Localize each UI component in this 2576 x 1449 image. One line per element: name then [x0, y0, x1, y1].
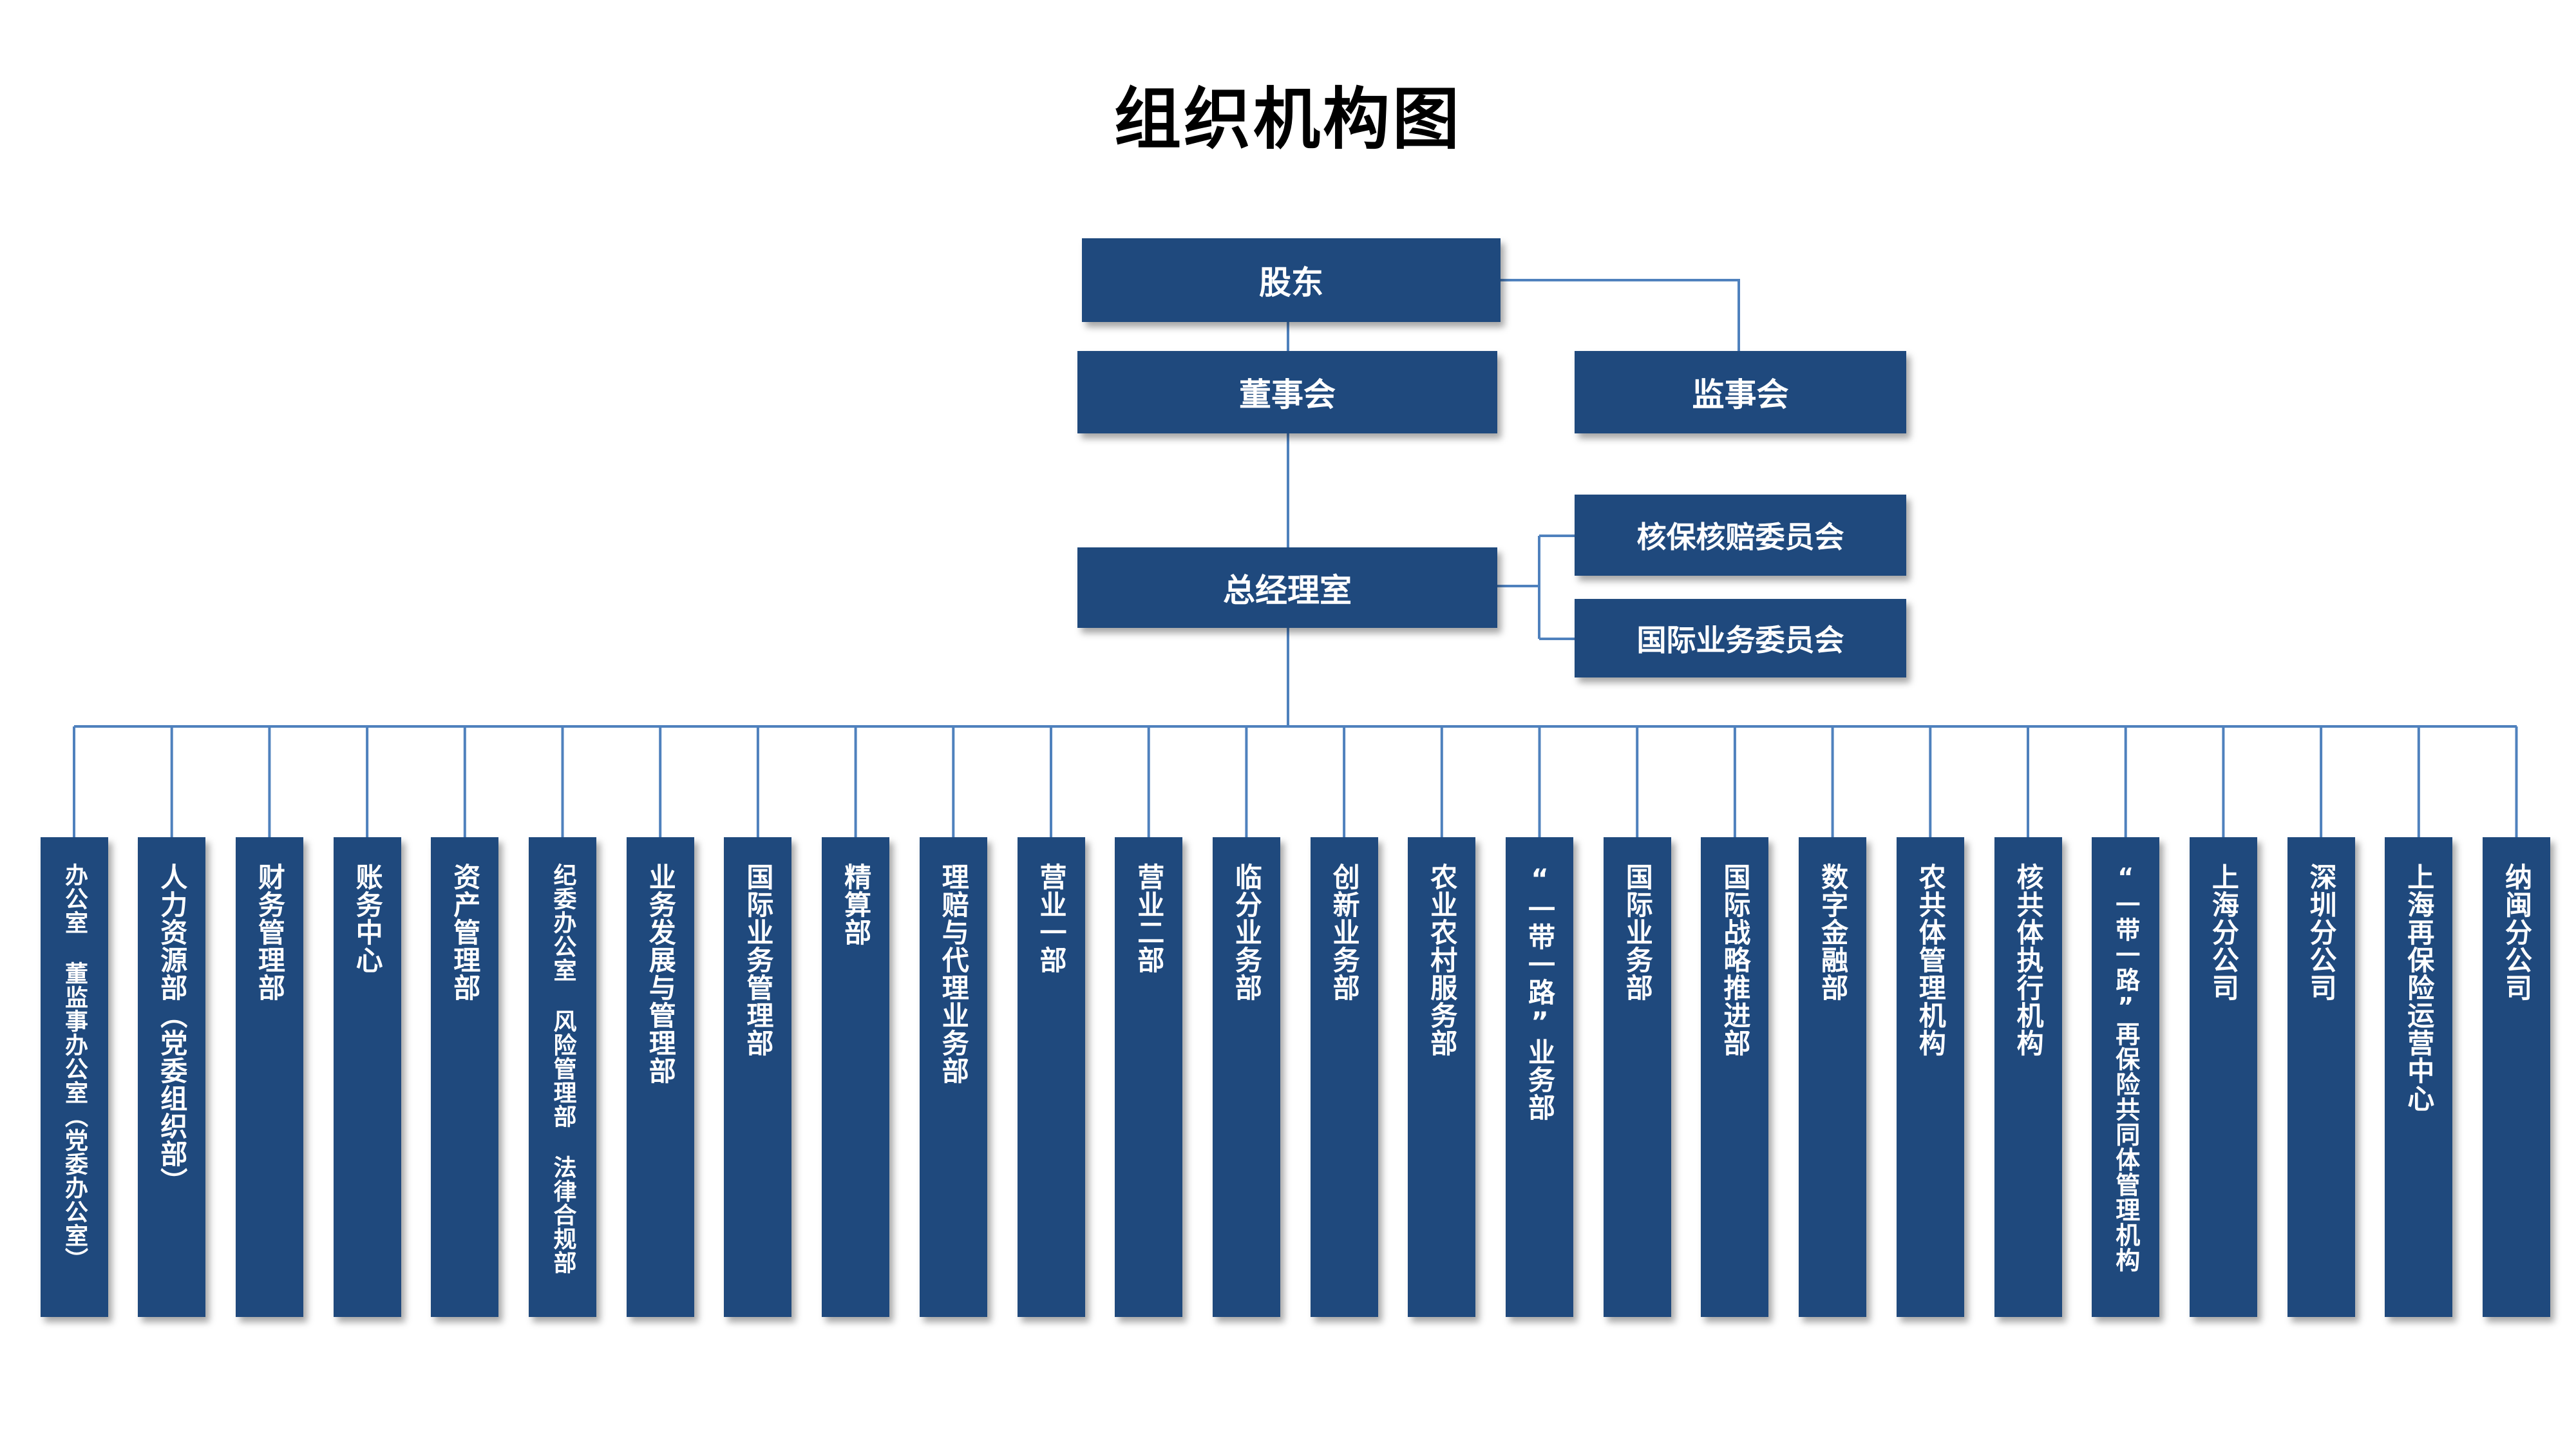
department-label: 农业农村服务部 [1426, 863, 1458, 1057]
department-label: 上海分公司 [2208, 863, 2240, 1001]
department-label: “一带一路”再保险共同体管理机构 [2111, 863, 2140, 1273]
department-label: 国际业务部 [1622, 863, 1654, 1001]
department-box: 国际业务管理部 [724, 837, 792, 1317]
management-box: 总经理室 [1077, 547, 1497, 628]
department-box: 创新业务部 [1310, 837, 1378, 1317]
department-label: 业务发展与管理部 [645, 863, 677, 1084]
page-title: 组织机构图 [1113, 80, 1462, 158]
department-label: 纳闽分公司 [2501, 863, 2533, 1001]
department-box: 资产管理部 [431, 837, 499, 1317]
department-box: “一带一路”再保险共同体管理机构 [2092, 837, 2160, 1317]
department-box: 纪委办公室 风险管理部 法律合规部 [529, 837, 596, 1317]
department-label: 纪委办公室 风险管理部 法律合规部 [549, 863, 576, 1274]
department-label: 国际业务管理部 [742, 863, 774, 1057]
department-box: 临分业务部 [1212, 837, 1280, 1317]
department-label: 理赔与代理业务部 [938, 863, 970, 1084]
department-label: 人力资源部（党委组织部） [156, 863, 188, 1195]
department-label: 账务中心 [352, 863, 384, 974]
department-box: 营业二部 [1115, 837, 1183, 1317]
department-label: 财务管理部 [254, 863, 286, 1001]
department-label: 营业二部 [1133, 863, 1165, 974]
department-label: 国际战略推进部 [1719, 863, 1751, 1057]
department-box: 精算部 [822, 837, 890, 1317]
shareholders-box: 股东 [1082, 238, 1501, 322]
board-label: 董事会 [1239, 376, 1336, 413]
department-box: 办公室 董监事办公室（党委办公室） [40, 837, 108, 1317]
department-box: 纳闽分公司 [2483, 837, 2550, 1317]
international-committee-box: 国际业务委员会 [1575, 599, 1906, 677]
department-label: 核共体执行机构 [2012, 863, 2044, 1057]
department-box: “一带一路”业务部 [1506, 837, 1573, 1317]
department-box: 农业农村服务部 [1408, 837, 1476, 1317]
department-label: 数字金融部 [1817, 863, 1849, 1001]
department-box: 数字金融部 [1799, 837, 1867, 1317]
department-box: 上海分公司 [2189, 837, 2257, 1317]
department-box: 理赔与代理业务部 [919, 837, 987, 1317]
department-label: 临分业务部 [1231, 863, 1263, 1001]
department-box: 人力资源部（党委组织部） [138, 837, 206, 1317]
department-box: 农共体管理机构 [1896, 837, 1964, 1317]
supervisors-box: 监事会 [1575, 351, 1906, 433]
department-box: 国际业务部 [1603, 837, 1671, 1317]
board-box: 董事会 [1077, 351, 1497, 433]
department-label: 精算部 [840, 863, 872, 946]
department-label: 营业一部 [1036, 863, 1067, 974]
department-box: 核共体执行机构 [1994, 837, 2062, 1317]
department-label: 办公室 董监事办公室（党委办公室） [61, 863, 88, 1271]
underwriting-committee-label: 核保核赔委员会 [1636, 520, 1844, 554]
department-label: “一带一路”业务部 [1524, 863, 1556, 1121]
supervisors-label: 监事会 [1692, 376, 1789, 413]
department-label: 深圳分公司 [2306, 863, 2338, 1001]
department-label: 上海再保险运营中心 [2403, 863, 2435, 1112]
department-label: 创新业务部 [1329, 863, 1361, 1001]
department-box: 营业一部 [1017, 837, 1085, 1317]
department-label: 农共体管理机构 [1915, 863, 1947, 1057]
department-box: 业务发展与管理部 [626, 837, 694, 1317]
shareholders-label: 股东 [1259, 264, 1323, 301]
department-box: 上海再保险运营中心 [2385, 837, 2453, 1317]
department-label: 资产管理部 [449, 863, 481, 1001]
department-box: 财务管理部 [235, 837, 303, 1317]
international-committee-label: 国际业务委员会 [1636, 623, 1844, 658]
underwriting-committee-box: 核保核赔委员会 [1575, 495, 1906, 576]
department-box: 国际战略推进部 [1701, 837, 1769, 1317]
department-box: 深圳分公司 [2287, 837, 2355, 1317]
department-box: 账务中心 [333, 837, 401, 1317]
management-label: 总经理室 [1223, 571, 1352, 609]
